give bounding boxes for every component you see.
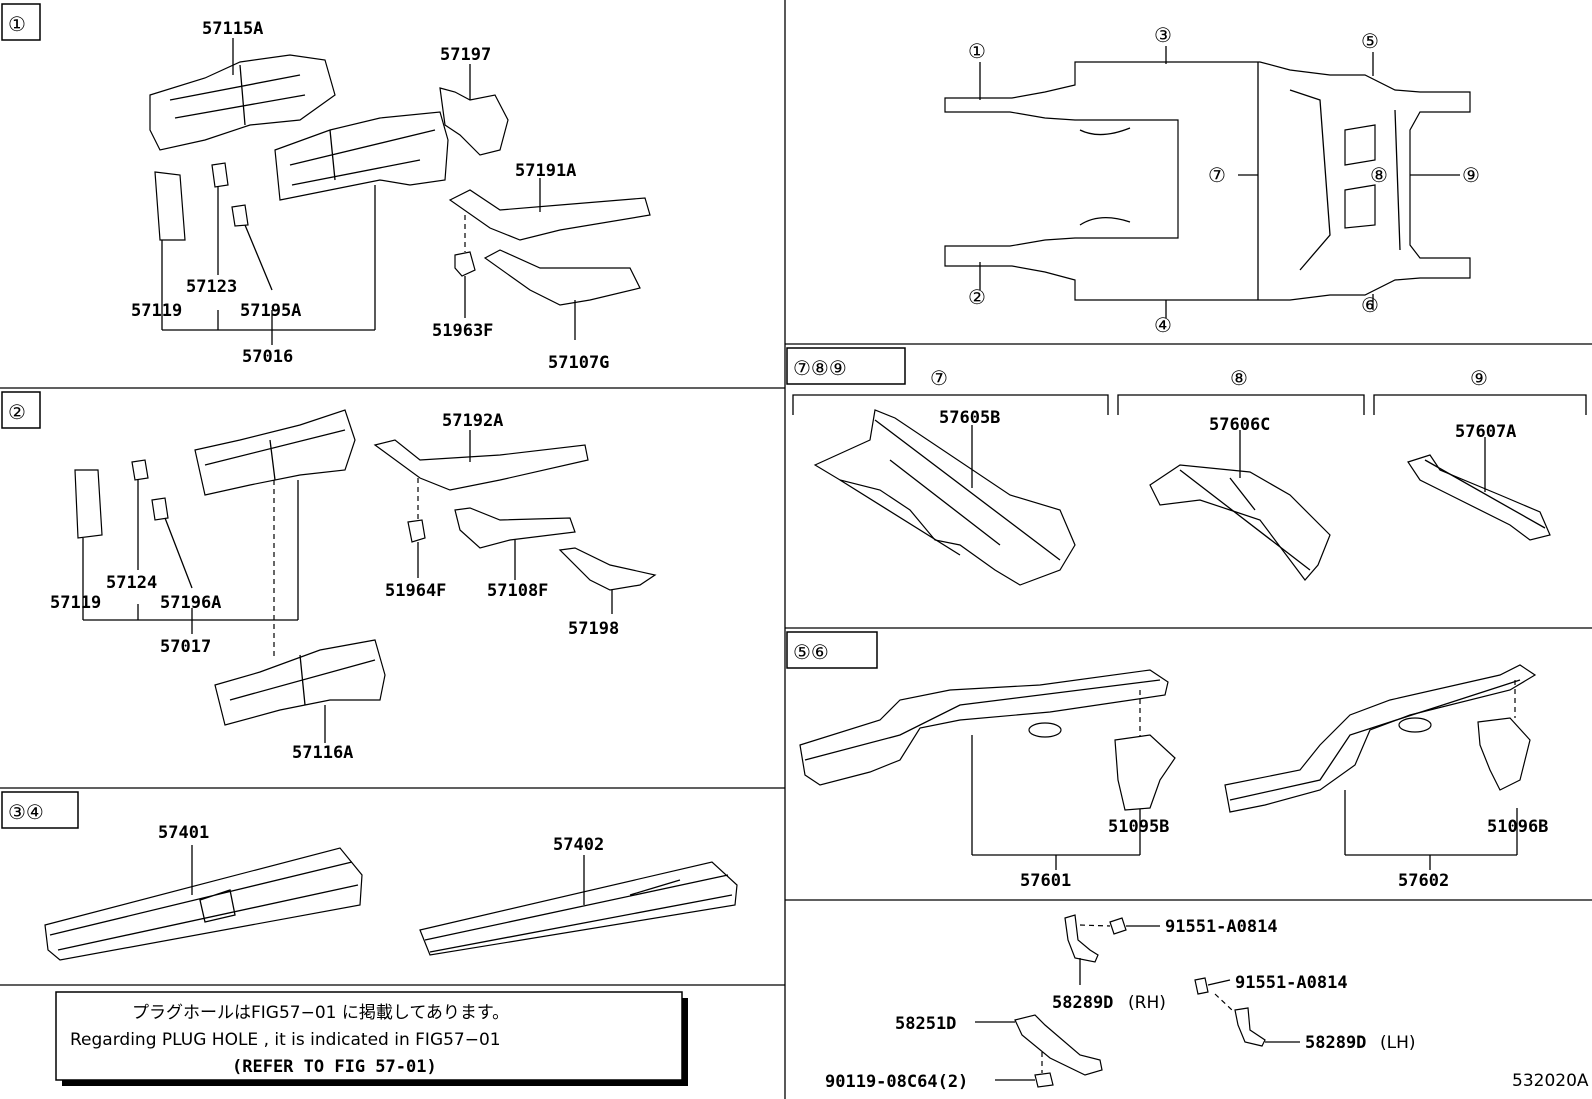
note-line-1: プラグホールはFIG57−01 に掲載してあります。	[132, 1003, 509, 1023]
label-57195A: 57195A	[240, 301, 301, 321]
label-57401: 57401	[158, 823, 209, 843]
label-57119-s2: 57119	[50, 593, 101, 613]
label-57601: 57601	[1020, 871, 1071, 891]
sub-callout-8: ⑧	[1230, 366, 1248, 390]
label-57124: 57124	[106, 573, 157, 593]
overview-callout-2: ②	[968, 285, 986, 309]
label-51964F: 51964F	[385, 581, 446, 601]
section-1-label: ①	[8, 12, 26, 36]
section-tag-34: ③④	[1, 791, 79, 829]
label-51963F: 51963F	[432, 321, 493, 341]
section-789-label: ⑦⑧⑨	[793, 356, 847, 380]
label-57606C: 57606C	[1209, 415, 1270, 435]
note-line-2: Regarding PLUG HOLE , it is indicated in…	[70, 1030, 501, 1050]
label-57197: 57197	[440, 45, 491, 65]
section-34-parts	[44, 845, 738, 961]
label-57115A: 57115A	[202, 19, 263, 39]
section-56-parts	[799, 664, 1537, 870]
section-34-label: ③④	[8, 800, 44, 824]
figure-code: 532020A	[1512, 1071, 1589, 1091]
label-57192A: 57192A	[442, 411, 503, 431]
note-line-3: (REFER TO FIG 57-01)	[232, 1057, 437, 1077]
section-tag-789: ⑦⑧⑨	[786, 347, 906, 385]
label-57402: 57402	[553, 835, 604, 855]
label-57607A: 57607A	[1455, 422, 1516, 442]
label-57123: 57123	[186, 277, 237, 297]
overview-callout-4: ④	[1154, 313, 1172, 337]
label-57016: 57016	[242, 347, 293, 367]
overview-callout-6: ⑥	[1361, 293, 1379, 317]
label-57602: 57602	[1398, 871, 1449, 891]
overview-callout-3: ③	[1154, 23, 1172, 47]
sub-callout-7: ⑦	[930, 366, 948, 390]
label-57116A: 57116A	[292, 743, 353, 763]
label-57605B: 57605B	[939, 408, 1000, 428]
label-91551-A0814-b: 91551-A0814	[1235, 973, 1348, 993]
label-58289D-rh-side: (RH)	[1128, 993, 1166, 1013]
label-91551-A0814-a: 91551-A0814	[1165, 917, 1278, 937]
section-2-parts	[74, 409, 657, 743]
overview-callout-8: ⑧	[1370, 163, 1388, 187]
section-1-parts	[149, 38, 651, 345]
label-58251D: 58251D	[895, 1014, 956, 1034]
overview-callout-9: ⑨	[1462, 163, 1480, 187]
label-51095B: 51095B	[1108, 817, 1169, 837]
hardware-parts	[975, 914, 1300, 1088]
section-2-label: ②	[8, 400, 26, 424]
label-58289D-lh: 58289D	[1305, 1033, 1366, 1053]
note-box	[55, 991, 688, 1086]
overview-callout-5: ⑤	[1361, 29, 1379, 53]
label-58289D-rh: 58289D	[1052, 993, 1113, 1013]
section-789-parts	[792, 394, 1587, 586]
label-57198: 57198	[568, 619, 619, 639]
section-tag-2: ②	[1, 391, 41, 429]
label-57191A: 57191A	[515, 161, 576, 181]
sub-callout-9: ⑨	[1470, 366, 1488, 390]
label-57196A: 57196A	[160, 593, 221, 613]
frame-overview	[944, 46, 1471, 318]
section-tag-56: ⑤⑥	[786, 631, 878, 669]
overview-callout-1: ①	[968, 39, 986, 63]
label-51096B: 51096B	[1487, 817, 1548, 837]
label-57107G: 57107G	[548, 353, 609, 373]
label-57017: 57017	[160, 637, 211, 657]
section-56-label: ⑤⑥	[793, 640, 829, 664]
section-tag-1: ①	[1, 3, 41, 41]
overview-callout-7: ⑦	[1208, 163, 1226, 187]
label-57108F: 57108F	[487, 581, 548, 601]
label-90119-08C64: 90119-08C64(2)	[825, 1072, 968, 1092]
label-57119-s1: 57119	[131, 301, 182, 321]
label-58289D-lh-side: (LH)	[1380, 1033, 1416, 1053]
